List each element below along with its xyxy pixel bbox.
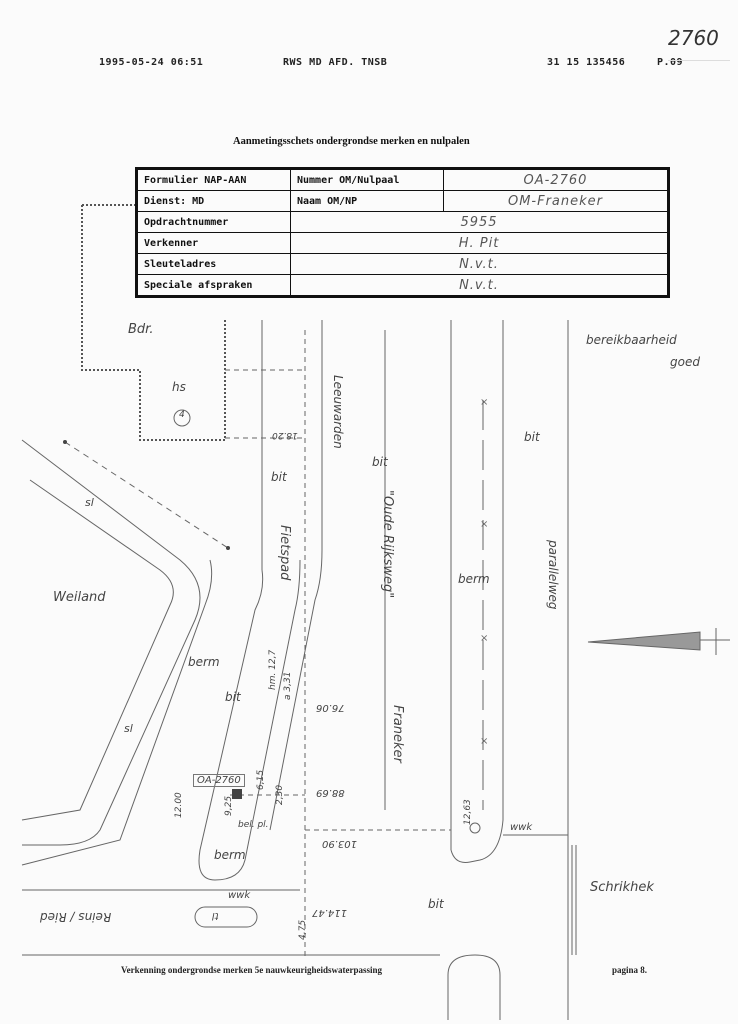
svg-text:×: × bbox=[480, 397, 488, 408]
formulier-label: Formulier NAP-AAN bbox=[136, 168, 291, 191]
measure-230: 2,30 bbox=[275, 784, 285, 805]
label-bit-1: bit bbox=[372, 455, 388, 469]
measure-1200: 12.00 bbox=[174, 792, 184, 818]
label-house-number: 4 bbox=[179, 410, 185, 420]
opdracht-value: 5955 bbox=[290, 211, 669, 233]
label-franeker: Franeker bbox=[390, 705, 405, 763]
measure-10390: 103.90 bbox=[322, 838, 357, 849]
sleutel-value: N.v.t. bbox=[290, 253, 669, 275]
label-bel-pl: bel. pl. bbox=[238, 820, 269, 830]
naam-label: Naam OM/NP bbox=[290, 190, 444, 212]
label-goed: goed bbox=[670, 355, 700, 369]
nummer-value: OA-2760 bbox=[443, 168, 669, 191]
label-berm-2: berm bbox=[458, 572, 490, 586]
label-schrikhek: Schrikhek bbox=[590, 880, 654, 895]
label-hm: hm. 12,7 bbox=[268, 649, 278, 690]
label-sl-1: sl bbox=[85, 496, 94, 509]
label-bit-3: bit bbox=[524, 430, 540, 444]
fax-number: 31 15 135456 bbox=[547, 57, 626, 68]
measure-11447: 114.47 bbox=[312, 907, 347, 918]
measure-475: 4,75 bbox=[298, 919, 308, 940]
label-berm-3: berm bbox=[214, 848, 246, 862]
nap-form-table: Formulier NAP-AAN Nummer OM/Nulpaal OA-2… bbox=[135, 167, 670, 298]
label-reins-ried: Reins / Ried bbox=[40, 910, 112, 924]
handwritten-number: 2760 bbox=[668, 26, 730, 61]
dienst-label: Dienst: MD bbox=[136, 190, 291, 212]
table-row: Speciale afspraken N.v.t. bbox=[136, 274, 669, 297]
label-bit-5: bit bbox=[428, 897, 444, 911]
label-bereikbaarheid: bereikbaarheid bbox=[586, 333, 677, 347]
label-tl: tl bbox=[212, 910, 219, 921]
measure-615: 6,15 bbox=[256, 769, 266, 790]
label-parallelweg: parallelweg bbox=[546, 540, 560, 610]
measure-331: a 3,31 bbox=[283, 671, 293, 700]
svg-text:×: × bbox=[480, 736, 488, 747]
fax-datetime: 1995-05-24 06:51 bbox=[99, 57, 204, 68]
measure-925: 9,25 bbox=[224, 795, 234, 816]
table-row: Formulier NAP-AAN Nummer OM/Nulpaal OA-2… bbox=[136, 168, 669, 191]
sleutel-label: Sleuteladres bbox=[136, 253, 291, 275]
speciale-label: Speciale afspraken bbox=[136, 274, 291, 297]
label-bit-4: bit bbox=[225, 690, 241, 704]
label-fietspad: Fietspad bbox=[277, 525, 292, 581]
nummer-label: Nummer OM/Nulpaal bbox=[290, 168, 444, 191]
table-row: Opdrachtnummer 5955 bbox=[136, 211, 669, 233]
label-leeuwarden: Leeuwarden bbox=[331, 375, 345, 449]
page-title: Aanmetingsschets ondergrondse merken en … bbox=[233, 136, 470, 147]
footer-left: Verkenning ondergrondse merken 5e nauwke… bbox=[121, 965, 383, 975]
svg-text:×: × bbox=[480, 633, 488, 644]
label-sl-2: sl bbox=[124, 722, 133, 735]
fax-page: P.09 bbox=[657, 57, 684, 68]
naam-value: OM-Franeker bbox=[443, 190, 669, 212]
label-oude-rijksweg: "Oude Rijksweg" bbox=[380, 490, 395, 599]
verkenner-label: Verkenner bbox=[136, 232, 291, 254]
table-row: Verkenner H. Pit bbox=[136, 232, 669, 254]
label-berm-1: berm bbox=[188, 655, 220, 669]
label-wwk-1: wwk bbox=[228, 890, 251, 901]
measure-7606: 76.06 bbox=[316, 702, 345, 713]
speciale-value: N.v.t. bbox=[290, 274, 669, 297]
measure-8869: 88.69 bbox=[316, 787, 345, 798]
table-row: Dienst: MD Naam OM/NP OM-Franeker bbox=[136, 190, 669, 212]
label-bit-2: bit bbox=[271, 470, 287, 484]
footer-right: pagina 8. bbox=[612, 965, 648, 975]
label-hs: hs bbox=[172, 380, 186, 394]
verkenner-value: H. Pit bbox=[290, 232, 669, 254]
measure-1820: 18.20 bbox=[272, 430, 298, 440]
measure-1263: 12,63 bbox=[463, 799, 473, 825]
opdracht-label: Opdrachtnummer bbox=[136, 211, 291, 233]
label-bdr: Bdr. bbox=[128, 322, 154, 337]
svg-text:×: × bbox=[480, 519, 488, 530]
fax-sender: RWS MD AFD. TNSB bbox=[283, 57, 388, 68]
label-weiland: Weiland bbox=[53, 590, 106, 605]
label-wwk-2: wwk bbox=[510, 822, 533, 833]
label-oa-marker: OA-2760 bbox=[193, 774, 245, 787]
table-row: Sleuteladres N.v.t. bbox=[136, 253, 669, 275]
